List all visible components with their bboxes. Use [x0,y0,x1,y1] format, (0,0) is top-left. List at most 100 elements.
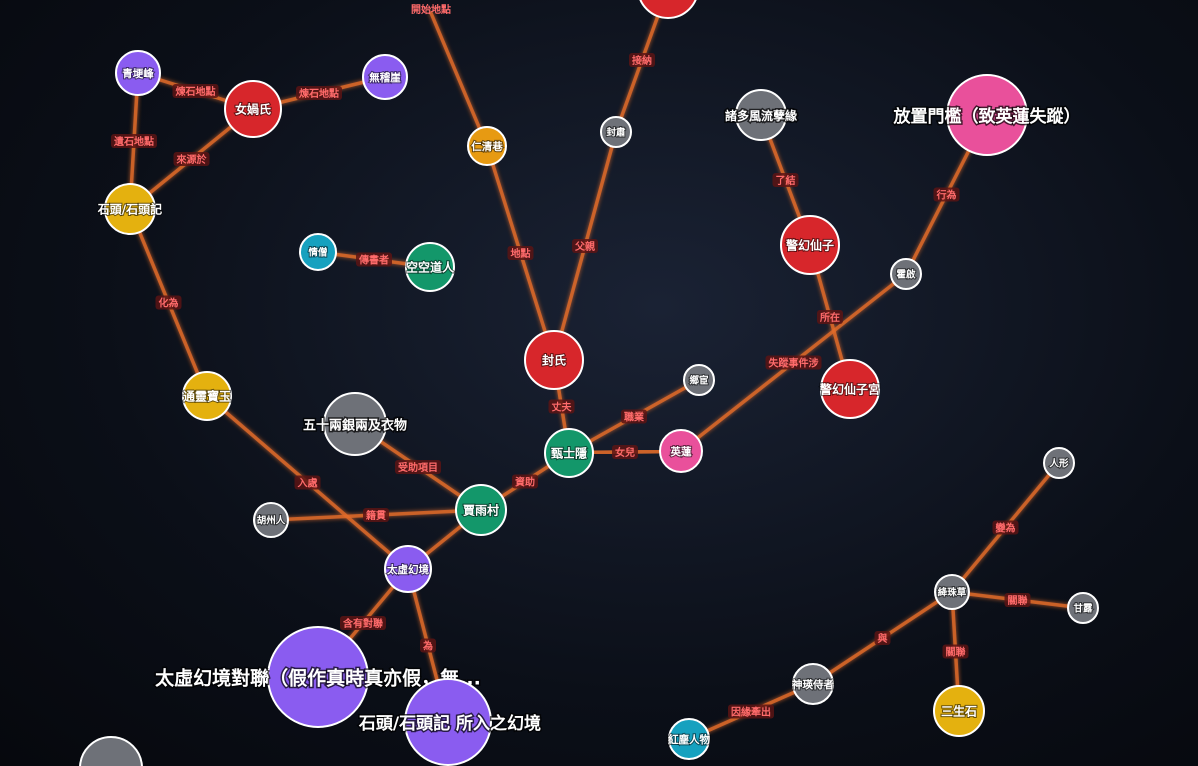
node-circle[interactable] [638,0,698,19]
node-circle[interactable] [1067,592,1099,624]
node-label: 封肅 [606,127,626,139]
node-circle[interactable] [267,626,369,728]
node-taixu[interactable]: 太虛幻境 [384,545,432,593]
node-jinghuangong[interactable]: 警幻仙子宮 [818,359,881,419]
node-huzhouren[interactable]: 胡州人 [253,502,289,538]
node-wujishan[interactable]: 無稽崖 [362,54,408,100]
node-circle[interactable] [79,736,143,766]
node-tonglingbaoyu[interactable]: 通靈寶玉 [182,371,232,421]
node-circle[interactable] [104,183,156,235]
edge-label-text: 化為 [159,297,179,310]
node-wushiliang[interactable]: 五十兩銀兩及衣物 [301,392,409,456]
node-qinggeng[interactable]: 青埂峰 [115,50,161,96]
edge-label-bg [155,295,182,310]
node-label: 紅塵人物 [668,733,710,746]
node-circle[interactable] [780,215,840,275]
node-bottomleft[interactable] [79,736,143,766]
node-shenying[interactable]: 神瑛侍者 [791,663,835,705]
edge-label-text: 接納 [632,54,652,67]
node-circle[interactable] [544,428,594,478]
node-sansheng[interactable]: 三生石 [933,685,985,737]
node-circle[interactable] [115,50,161,96]
node-label: 人形 [1049,458,1069,470]
node-circle[interactable] [600,116,632,148]
node-label: 鄉宦 [689,375,708,387]
node-circle[interactable] [467,126,507,166]
node-circle[interactable] [253,502,289,538]
node-xianggong[interactable]: 鄉宦 [683,364,715,396]
node-circle[interactable] [182,371,232,421]
node-circle[interactable] [659,429,703,473]
node-renxing[interactable]: 人形 [1043,447,1075,479]
node-renqing[interactable]: 仁清巷 [467,126,507,166]
edge-label: 關聯 [942,644,969,659]
node-fengsu[interactable]: 封肅 [600,116,632,148]
node-circle[interactable] [934,574,970,610]
node-label: 放置門檻（致英蓮失蹤） [893,106,1081,127]
edge-label-bg [512,474,538,489]
node-fangzhi[interactable]: 放置門檻（致英蓮失蹤） [891,74,1082,156]
edge-label: 煉石地點 [172,84,219,98]
node-label: 絳珠草 [938,587,967,599]
node-label: 空空道人 [406,260,455,275]
node-shitou[interactable]: 石頭/石頭記 [96,183,163,235]
node-ganlu[interactable]: 甘露 [1067,592,1099,624]
node-jinghuan[interactable]: 警幻仙子 [780,215,840,275]
node-circle[interactable] [404,678,492,766]
edge-n_kaishi-n_renqing[interactable] [429,11,489,148]
node-topred[interactable] [638,0,698,19]
edge-label-bg [621,409,647,424]
edge-label-text: 了結 [776,174,796,187]
edge-label: 失蹤事件涉 [765,355,822,370]
node-hongchen[interactable]: 紅塵人物 [667,718,711,760]
node-circle[interactable] [299,233,337,271]
edge-label-bg [572,239,598,253]
node-nuwa[interactable]: 女媧氏 [224,80,282,138]
node-qingseng[interactable]: 情僧 [299,233,337,271]
node-kongkong[interactable]: 空空道人 [405,242,456,292]
node-circle[interactable] [1043,447,1075,479]
node-circle[interactable] [362,54,408,100]
edge-label-text: 關聯 [946,646,966,659]
node-huoqi[interactable]: 霍啟 [890,258,922,290]
edge-label-text: 女兒 [615,446,635,459]
node-label: 無稽崖 [369,71,401,84]
node-circle[interactable] [405,242,455,292]
node-circle[interactable] [683,364,715,396]
node-fengshi[interactable]: 封氏 [524,330,584,390]
node-circle[interactable] [323,392,387,456]
node-zhenshiyin[interactable]: 甄士隱 [544,428,594,478]
node-circle[interactable] [668,718,710,760]
node-label: 三生石 [941,704,977,719]
node-circle[interactable] [524,330,584,390]
node-circle[interactable] [933,685,985,737]
edge-label-bg [363,508,389,522]
node-circle[interactable] [820,359,880,419]
node-shitousuoru[interactable]: 石頭/石頭記 所入之幻境 [356,678,543,766]
node-yinglian[interactable]: 英蓮 [659,429,703,473]
edge-label: 遺石地點 [111,134,157,148]
edge-label: 所在 [817,310,843,324]
node-circle[interactable] [890,258,922,290]
node-zhuduo[interactable]: 諸多風流孽緣 [723,89,799,141]
edge-label-bg [874,631,891,645]
node-circle[interactable] [384,545,432,593]
node-circle[interactable] [735,89,787,141]
node-jiangzhucao[interactable]: 絳珠草 [934,574,970,610]
edge-label: 為 [420,638,436,653]
edge-label: 與 [874,631,891,645]
node-circle[interactable] [946,74,1028,156]
edge-label-text: 煉石地點 [298,87,339,100]
node-label: 英蓮 [670,445,692,458]
node-jiayucun[interactable]: 賈雨村 [455,484,507,536]
edge-label: 化為 [155,295,182,310]
edge-label-text: 為 [422,640,433,653]
edge-label-text: 入處 [298,477,319,490]
node-circle[interactable] [455,484,507,536]
edge-label-text: 失蹤事件涉 [769,357,819,370]
node-circle[interactable] [224,80,282,138]
edge-label-bg [548,399,575,414]
edge-label-text: 關聯 [1008,594,1028,607]
node-circle[interactable] [792,663,834,705]
